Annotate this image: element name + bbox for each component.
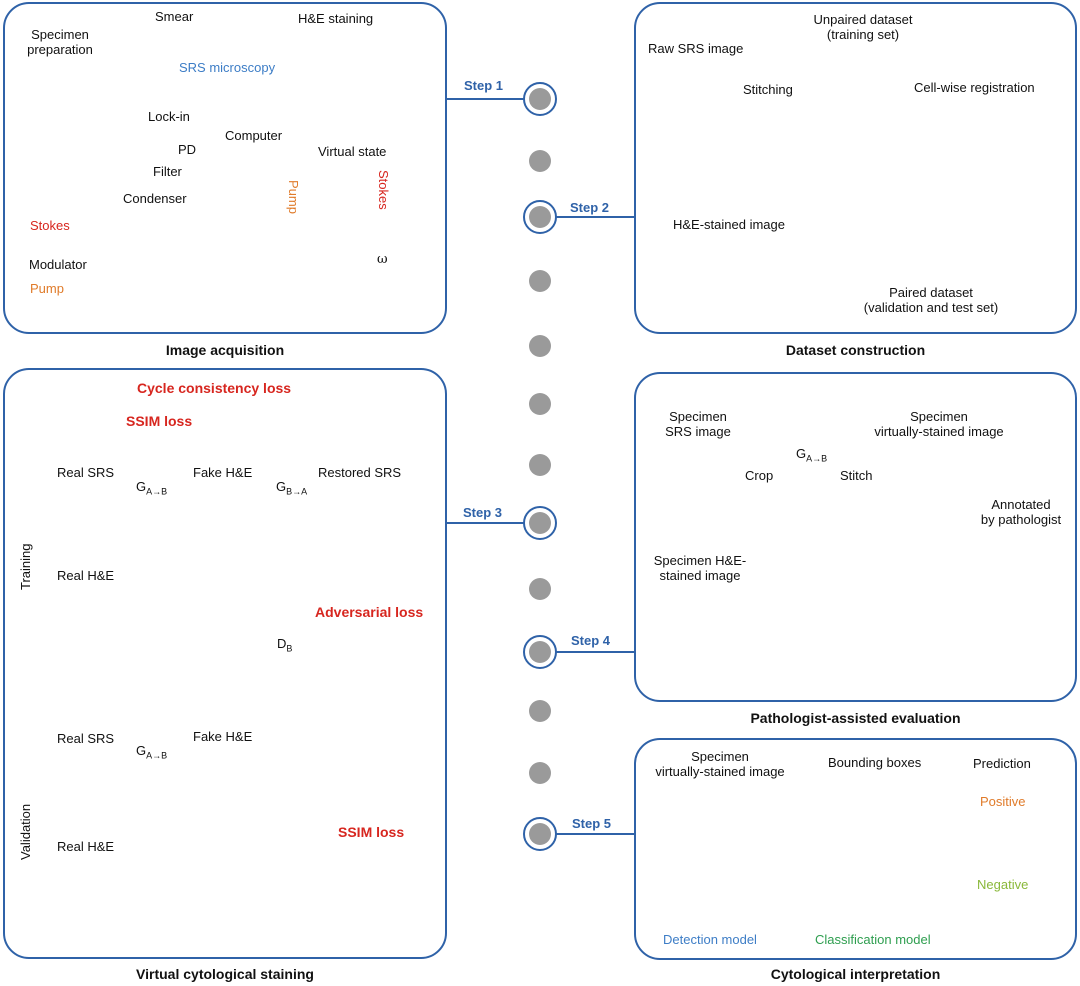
stokes-beam-label: Stokes [30, 218, 70, 233]
virtual-state-label: Virtual state [318, 144, 387, 159]
pathologist-evaluation-caption: Pathologist-assisted evaluation [750, 710, 961, 726]
generator-ab-validation-subscript: A→B [146, 750, 168, 761]
specimen-virtual-label: Specimen virtually-stained image [874, 409, 1004, 439]
real-he-validation-label: Real H&E [57, 839, 115, 854]
panel-pathologist-evaluation [634, 372, 1077, 702]
fake-he-label: Fake H&E [193, 465, 253, 480]
validation-label: Validation [18, 803, 33, 860]
he-staining-label: H&E staining [298, 11, 374, 26]
generator-ab-symbol: G [136, 479, 147, 494]
prediction-label: Prediction [973, 756, 1031, 771]
filter-label: Filter [153, 164, 182, 179]
annotated-by-pathologist-label: Annotated by pathologist [980, 497, 1062, 527]
discriminator-subscript: B [286, 643, 293, 654]
specimen-virtual-interp-label: Specimen virtually-stained image [655, 749, 785, 779]
generator-ab-label: GA→B [136, 479, 167, 500]
generator-ba-symbol: G [276, 479, 287, 494]
cycle-consistency-loss-label: Cycle consistency loss [137, 380, 292, 396]
generator-symbol: G [796, 446, 807, 461]
omega-label: ω [377, 252, 388, 267]
step-1-label: Step 1 [464, 78, 504, 93]
generator-subscript: A→B [806, 453, 828, 464]
smear-label: Smear [155, 9, 194, 24]
step-3-label: Step 3 [463, 505, 503, 520]
stokes-energy-label: Stokes [376, 170, 391, 210]
he-stained-image-label: H&E-stained image [673, 217, 785, 232]
timeline [447, 82, 634, 851]
classification-model-label: Classification model [815, 932, 931, 947]
cell-wise-registration-label: Cell-wise registration [914, 80, 1035, 95]
generator-label: GA→B [796, 446, 827, 467]
discriminator-label: DB [277, 636, 292, 657]
stitch-label: Stitch [840, 468, 873, 483]
panel-cytological-interpretation [634, 738, 1077, 960]
stitching-label: Stitching [743, 82, 793, 97]
adversarial-loss-label: Adversarial loss [315, 604, 424, 620]
virtual-staining-caption: Virtual cytological staining [136, 966, 314, 982]
generator-ab-validation-label: GA→B [136, 743, 167, 764]
dataset-construction-caption: Dataset construction [785, 342, 926, 358]
srs-microscopy-label: SRS microscopy [179, 60, 276, 75]
unpaired-dataset-label: Unpaired dataset (training set) [813, 12, 913, 42]
step-4-label: Step 4 [571, 633, 611, 648]
ssim-loss-validation-label: SSIM loss [338, 824, 405, 840]
real-srs-label: Real SRS [57, 465, 115, 480]
ssim-loss-top-label: SSIM loss [126, 413, 193, 429]
generator-ab-subscript: A→B [146, 486, 168, 497]
pump-energy-label: Pump [286, 180, 301, 214]
raw-srs-label: Raw SRS image [648, 41, 744, 56]
computer-label: Computer [225, 128, 283, 143]
specimen-srs-label: Specimen SRS image [665, 409, 731, 439]
image-acquisition-caption: Image acquisition [165, 342, 285, 358]
bounding-boxes-label: Bounding boxes [828, 755, 922, 770]
paired-dataset-label: Paired dataset (validation and test set) [863, 285, 999, 315]
condenser-label: Condenser [123, 191, 187, 206]
fake-he-validation-label: Fake H&E [193, 729, 253, 744]
pump-beam-label: Pump [30, 281, 64, 296]
restored-srs-label: Restored SRS [318, 465, 402, 480]
negative-label: Negative [977, 877, 1029, 892]
real-srs-validation-label: Real SRS [57, 731, 115, 746]
generator-ba-subscript: B→A [286, 486, 308, 497]
panel-image-acquisition [3, 2, 447, 334]
panel-virtual-staining [3, 368, 447, 959]
detection-model-label: Detection model [663, 932, 757, 947]
training-label: Training [18, 543, 33, 590]
crop-label: Crop [745, 468, 774, 483]
generator-ba-label: GB→A [276, 479, 307, 500]
panel-dataset-construction [634, 2, 1077, 334]
modulator-label: Modulator [29, 257, 87, 272]
generator-ab-validation-symbol: G [136, 743, 147, 758]
specimen-preparation-label: Specimen preparation [27, 27, 93, 57]
pd-label: PD [178, 142, 197, 157]
discriminator-symbol: D [277, 636, 287, 651]
specimen-he-label: Specimen H&E- stained image [653, 553, 747, 583]
step-5-label: Step 5 [572, 816, 612, 831]
positive-label: Positive [980, 794, 1026, 809]
step-2-label: Step 2 [570, 200, 610, 215]
lock-in-label: Lock-in [148, 109, 190, 124]
real-he-label: Real H&E [57, 568, 115, 583]
cytological-interpretation-caption: Cytological interpretation [770, 966, 941, 982]
